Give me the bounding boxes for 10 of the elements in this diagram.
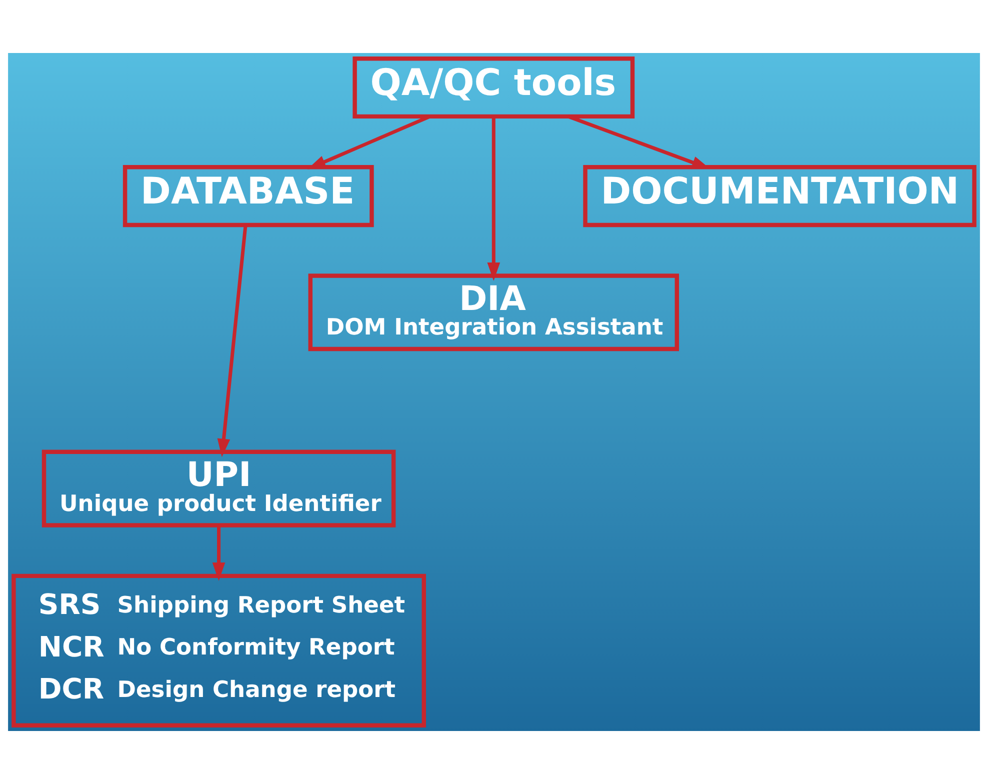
arrow <box>212 525 226 581</box>
node-box: DIA DOM Integration Assistant <box>308 274 679 352</box>
node-box: UPI Unique product Identifier <box>42 450 396 528</box>
arrow <box>217 225 248 458</box>
node-box: QA/QC tools <box>352 56 635 119</box>
arrow <box>307 114 431 170</box>
arrow <box>487 116 500 281</box>
node-box: DATABASE <box>122 165 374 228</box>
node-box: DOCUMENTATION <box>583 165 976 228</box>
node-box: SRS Shipping Report Sheet NCR No Conformity Report DCR Design Change report <box>12 574 426 728</box>
